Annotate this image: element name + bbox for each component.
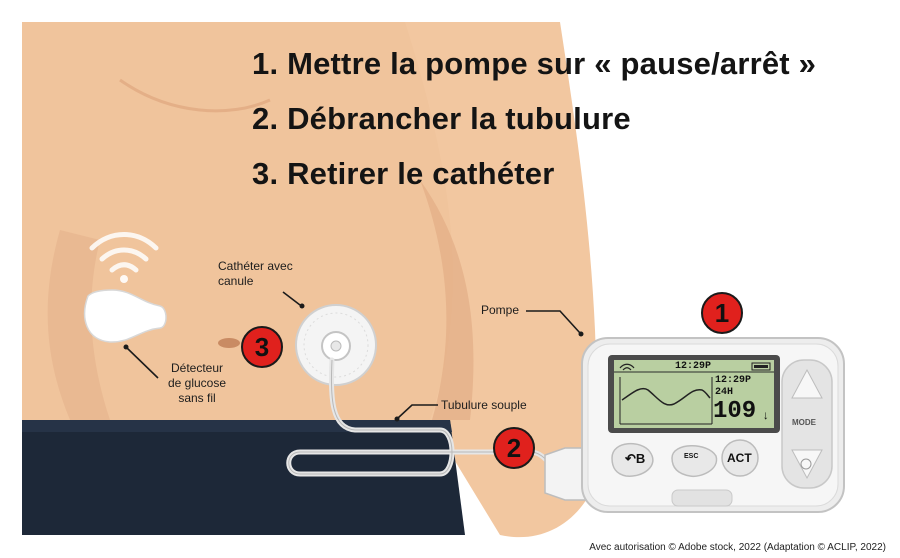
pump-leader-line: [526, 310, 581, 334]
catheter-label: Cathéter avec canule: [218, 259, 293, 289]
lcd-screen: [614, 360, 774, 428]
pump-label: Pompe: [481, 303, 520, 317]
lcd-time: 12:29P: [715, 375, 752, 386]
detector-label-line2: de glucose: [167, 376, 227, 390]
bolus-button: [611, 443, 654, 477]
lcd-trend-arrow-icon: ↓: [762, 409, 770, 423]
chest-line: [119, 78, 271, 113]
act-button: [721, 439, 759, 477]
act-button-label: ACT: [727, 451, 752, 465]
pants: [22, 420, 465, 535]
glucose-graph-icon: [619, 377, 713, 425]
sensor-leader-line: [126, 347, 159, 379]
tubing-label: Tubulure souple: [441, 398, 527, 412]
glucose-sensor-icon: [84, 289, 167, 343]
tubing-leader-line: [397, 404, 438, 419]
credit-text: Avec autorisation © Adobe stock, 2022 (A…: [589, 542, 886, 553]
screen-wifi-icon: [619, 363, 635, 371]
detector-label-line3: sans fil: [178, 391, 216, 405]
arm-shadow: [420, 180, 474, 420]
detector-label: Détecteur de glucose sans fil: [160, 361, 234, 406]
bolus-drop-icon: ↶: [625, 451, 636, 466]
lcd-status-time: 12:29P: [675, 361, 712, 372]
esc-button: [671, 445, 718, 478]
battery-icon: [751, 362, 771, 371]
catheter-leader-line: [282, 291, 301, 306]
catheter-label-line2: canule: [218, 274, 254, 288]
lcd-glucose-value: 109: [713, 398, 757, 425]
badge-pump: 1: [701, 292, 743, 334]
lcd-period: 24H: [715, 387, 734, 398]
navel: [218, 338, 240, 348]
badge-tubing: 2: [493, 427, 535, 469]
step-3-text: 3. Retirer le cathéter: [252, 156, 555, 191]
bolus-button-label: ↶B: [625, 451, 645, 467]
wifi-signal-icon: [89, 232, 159, 273]
backlight-icon: [800, 458, 812, 470]
wifi-dot: [120, 275, 128, 283]
up-arrow-icon: [791, 368, 823, 399]
step-1-text: 1. Mettre la pompe sur « pause/arrêt »: [252, 46, 817, 81]
esc-button-label: ESC: [684, 453, 699, 460]
detector-label-line1: Détecteur: [170, 361, 224, 375]
badge-catheter: 3: [241, 326, 283, 368]
mode-button-label: MODE: [792, 418, 816, 427]
abdomen-shade: [47, 230, 110, 420]
down-arrow-icon: [791, 449, 823, 480]
step-2-text: 2. Débrancher la tubulure: [252, 101, 631, 136]
nav-pad: [781, 359, 833, 489]
catheter-label-line1: Cathéter avec: [218, 259, 293, 273]
bolus-letter: B: [635, 451, 646, 466]
